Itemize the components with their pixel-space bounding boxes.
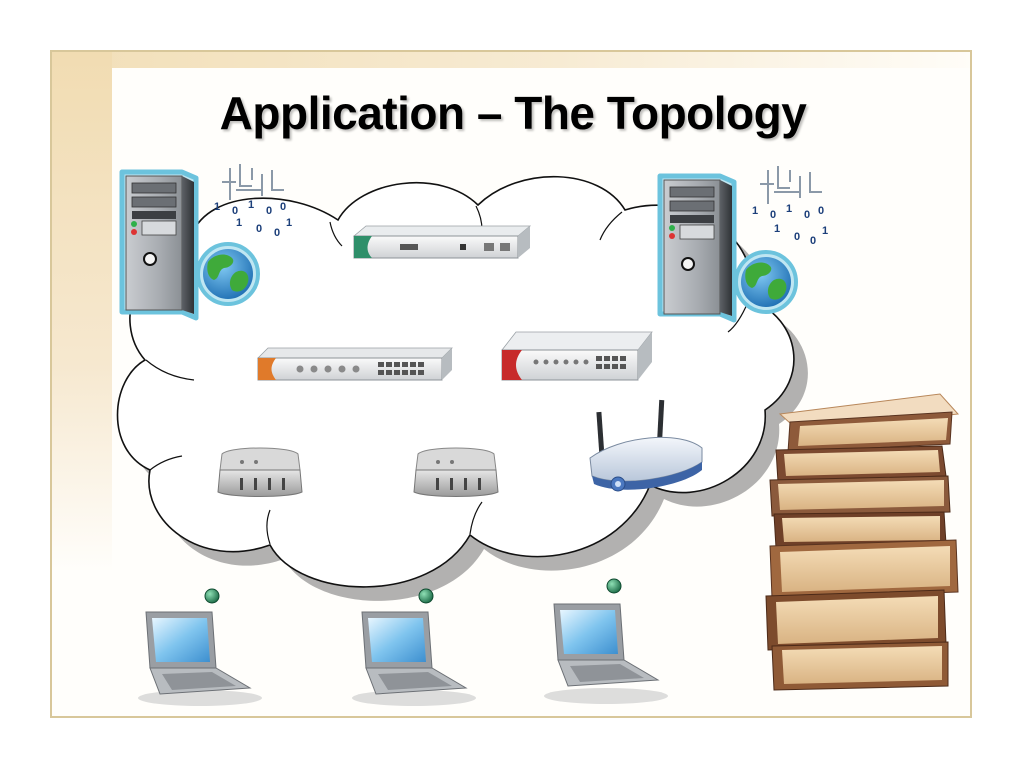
svg-text:0: 0 [770, 209, 776, 221]
server-icon [119, 169, 199, 321]
rack-device-top [352, 225, 532, 259]
svg-text:0: 0 [266, 205, 272, 217]
server-left: 1 0 1 0 0 1 0 0 1 [119, 164, 292, 321]
svg-text:0: 0 [818, 205, 824, 217]
svg-text:1: 1 [786, 203, 792, 215]
modem-left [217, 447, 303, 497]
laptop-3 [544, 578, 668, 704]
rack-appliance-icon [352, 225, 532, 259]
svg-text:1: 1 [822, 225, 828, 237]
status-ball-icon [418, 588, 434, 604]
laptop-icon [352, 611, 476, 706]
svg-text:0: 0 [256, 223, 262, 235]
svg-text:1: 1 [286, 217, 292, 229]
binary-circuit-icon: 1 0 1 0 0 1 0 0 1 [214, 164, 292, 239]
modem-center [413, 447, 499, 497]
slide-top-band [52, 52, 970, 68]
modem-icon [413, 447, 499, 497]
rack-switch-right [501, 331, 653, 381]
svg-text:1: 1 [774, 223, 780, 235]
wireless-router-icon [589, 399, 703, 492]
binary-circuit-icon: 1 0 1 0 0 1 0 0 1 [752, 166, 828, 247]
laptop-icon [138, 611, 262, 706]
slide-title: Application – The Topology [219, 87, 807, 139]
svg-text:1: 1 [236, 217, 242, 229]
rack-switch-icon [501, 331, 653, 381]
modem-icon [217, 447, 303, 497]
status-ball-icon [606, 578, 622, 594]
svg-text:0: 0 [274, 227, 280, 239]
svg-text:0: 0 [810, 235, 816, 247]
rack-switch-icon [257, 347, 453, 381]
svg-text:1: 1 [752, 205, 758, 217]
slide-left-band [52, 52, 112, 572]
svg-text:1: 1 [214, 201, 220, 213]
status-ball-icon [204, 588, 220, 604]
rack-switch-left [257, 347, 453, 381]
laptop-icon [544, 603, 668, 704]
laptop-1 [138, 588, 262, 706]
globe-icon [196, 242, 260, 306]
svg-text:0: 0 [804, 209, 810, 221]
svg-text:0: 0 [794, 231, 800, 243]
svg-text:0: 0 [232, 205, 238, 217]
server-right: 1 0 1 0 0 1 0 0 1 [657, 166, 828, 323]
book-stack-icon [765, 393, 960, 691]
wireless-router [589, 399, 703, 492]
server-icon [657, 173, 737, 323]
laptop-2 [352, 588, 476, 706]
globe-icon [734, 250, 798, 314]
svg-text:0: 0 [280, 201, 286, 213]
svg-text:1: 1 [248, 199, 254, 211]
